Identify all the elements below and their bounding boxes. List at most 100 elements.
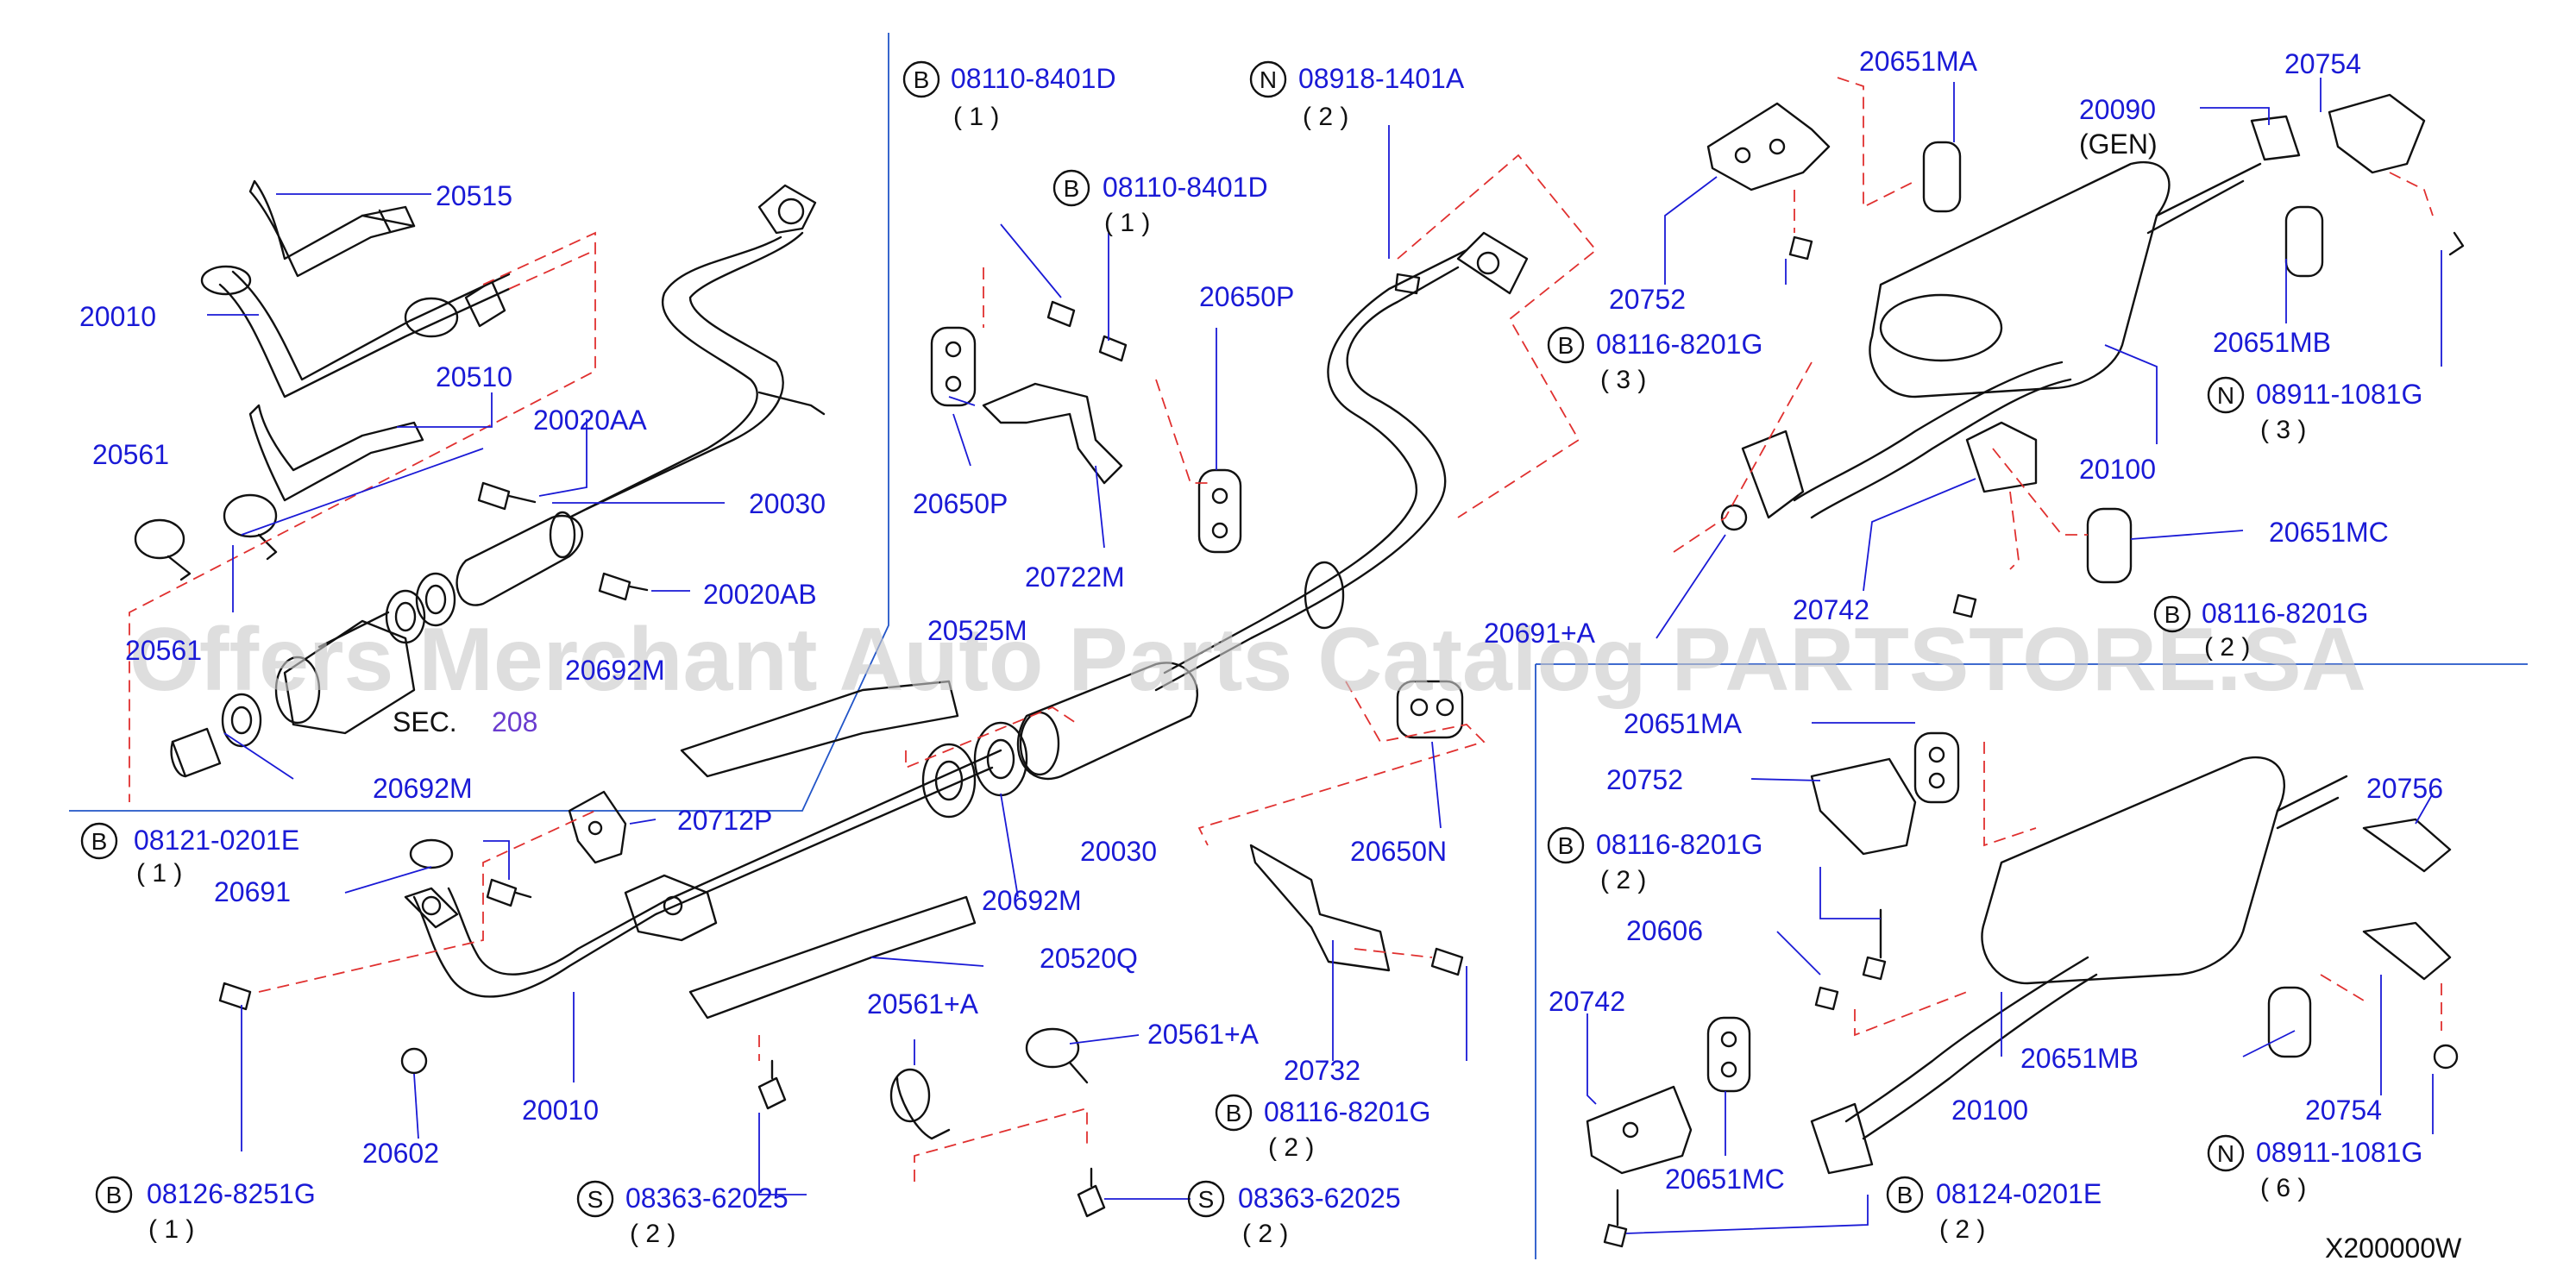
svg-text:08911-1081G: 08911-1081G <box>2256 1137 2422 1168</box>
fastener-callout-08121-0201E[interactable]: B 08121-0201E ( 1 ) <box>80 822 299 888</box>
svg-text:08363-62025: 08363-62025 <box>1238 1183 1401 1214</box>
section-reference-number[interactable]: 208 <box>492 706 537 737</box>
part-label-20100-lower[interactable]: 20100 <box>1951 1095 2028 1126</box>
part-label-20651MB-lower[interactable]: 20651MB <box>2020 1043 2139 1074</box>
rear-muffler-lower-drawing <box>1586 731 2459 1248</box>
part-label-20651MA-lower[interactable]: 20651MA <box>1624 708 1743 739</box>
svg-text:08110-8401D: 08110-8401D <box>1103 172 1268 203</box>
part-label-20650N[interactable]: 20650N <box>1350 836 1447 867</box>
svg-text:08126-8251G: 08126-8251G <box>147 1178 316 1209</box>
part-label-20732[interactable]: 20732 <box>1284 1055 1360 1086</box>
svg-text:B: B <box>2164 601 2181 628</box>
part-label-20561A-left[interactable]: 20561+A <box>867 988 979 1020</box>
svg-text:( 1 ): ( 1 ) <box>136 859 182 888</box>
watermark-text: Offers Merchant Auto Parts Catalog PARTS… <box>129 610 2366 710</box>
svg-text:B: B <box>1226 1100 1242 1126</box>
fastener-callout-08124-0201E[interactable]: B 08124-0201E ( 2 ) <box>1886 1176 2102 1244</box>
part-label-20712P[interactable]: 20712P <box>677 805 772 836</box>
part-label-20756[interactable]: 20756 <box>2366 773 2443 804</box>
fastener-callout-08110-8401D-b[interactable]: B 08110-8401D ( 1 ) <box>1052 169 1268 237</box>
svg-text:08124-0201E: 08124-0201E <box>1936 1178 2102 1209</box>
part-label-20752-upper[interactable]: 20752 <box>1609 284 1686 315</box>
svg-text:08911-1081G: 08911-1081G <box>2256 379 2422 410</box>
svg-text:( 3 ): ( 3 ) <box>2260 416 2306 444</box>
fastener-callouts: B 08110-8401D ( 1 ) B 08110-8401D ( 1 ) … <box>80 60 2422 1248</box>
svg-text:08918-1401A: 08918-1401A <box>1298 63 1465 94</box>
part-label-20010-upper[interactable]: 20010 <box>79 301 156 332</box>
svg-text:08116-8201G: 08116-8201G <box>2202 598 2368 629</box>
fastener-callout-08363-62025-a[interactable]: S 08363-62025 ( 2 ) <box>576 1180 789 1248</box>
part-label-20561-left-second[interactable]: 20561 <box>125 635 202 666</box>
part-label-20651MC-lower[interactable]: 20651MC <box>1665 1164 1785 1195</box>
svg-text:S: S <box>1198 1186 1215 1213</box>
part-label-20030-front[interactable]: 20030 <box>749 488 826 519</box>
fastener-callout-08911-1081G-upper[interactable]: N 08911-1081G ( 3 ) <box>2207 376 2422 444</box>
svg-text:( 2 ): ( 2 ) <box>1268 1133 1314 1162</box>
svg-text:( 2 ): ( 2 ) <box>1600 866 1646 894</box>
fastener-callout-08116-8201G-center[interactable]: B 08116-8201G ( 2 ) <box>1215 1094 1430 1162</box>
part-label-20651MB-upper[interactable]: 20651MB <box>2213 327 2331 358</box>
part-label-20520Q[interactable]: 20520Q <box>1040 943 1138 974</box>
part-label-20030-center[interactable]: 20030 <box>1080 836 1157 867</box>
svg-text:B: B <box>914 66 930 93</box>
svg-text:08116-8201G: 08116-8201G <box>1596 329 1762 360</box>
fastener-callout-08126-8251G[interactable]: B 08126-8251G ( 1 ) <box>95 1176 316 1244</box>
svg-text:B: B <box>1558 832 1574 859</box>
svg-text:( 1 ): ( 1 ) <box>148 1215 194 1244</box>
fastener-callout-08363-62025-b[interactable]: S 08363-62025 ( 2 ) <box>1187 1180 1401 1248</box>
part-label-20561A-right[interactable]: 20561+A <box>1147 1019 1260 1050</box>
left-section-dashed-references <box>129 231 596 802</box>
part-label-20722M[interactable]: 20722M <box>1025 562 1125 593</box>
lower-right-dashed-references <box>1854 742 2442 1037</box>
svg-text:B: B <box>91 828 108 855</box>
center-tube-assembly-drawing <box>218 231 1529 1218</box>
fastener-callout-08911-1081G-lower[interactable]: N 08911-1081G ( 6 ) <box>2207 1134 2422 1202</box>
part-label-20020AB[interactable]: 20020AB <box>703 579 817 610</box>
fastener-callout-08116-8201G-upper-right[interactable]: B 08116-8201G ( 2 ) <box>2153 595 2368 662</box>
part-label-20561-left[interactable]: 20561 <box>92 439 169 470</box>
part-label-20010-lower[interactable]: 20010 <box>522 1095 599 1126</box>
part-label-20651MC-upper[interactable]: 20651MC <box>2269 517 2389 548</box>
part-label-20651MA-upper[interactable]: 20651MA <box>1859 46 1978 77</box>
svg-text:( 6 ): ( 6 ) <box>2260 1174 2306 1202</box>
front-tube-assembly-drawing <box>134 179 826 778</box>
part-label-20650P-left[interactable]: 20650P <box>913 488 1008 519</box>
part-label-20692M-lower[interactable]: 20692M <box>373 773 473 804</box>
svg-text:( 2 ): ( 2 ) <box>630 1220 675 1248</box>
part-label-20754-upper[interactable]: 20754 <box>2284 48 2361 79</box>
part-label-20510[interactable]: 20510 <box>436 361 512 392</box>
fastener-callout-08918-1401A[interactable]: N 08918-1401A ( 2 ) <box>1249 60 1465 131</box>
svg-text:N: N <box>2217 382 2234 409</box>
fastener-callout-08116-8201G-upper-left[interactable]: B 08116-8201G ( 3 ) <box>1547 326 1762 394</box>
part-label-20606[interactable]: 20606 <box>1626 915 1703 946</box>
section-dividers <box>69 33 2528 1259</box>
part-label-20742-lower[interactable]: 20742 <box>1549 986 1625 1017</box>
part-label-20754-lower[interactable]: 20754 <box>2305 1095 2382 1126</box>
part-label-20692M-upper[interactable]: 20692M <box>565 655 665 686</box>
svg-text:( 2 ): ( 2 ) <box>1242 1220 1288 1248</box>
part-label-20100-upper[interactable]: 20100 <box>2079 454 2156 485</box>
svg-text:S: S <box>587 1186 604 1213</box>
part-label-20650P-right[interactable]: 20650P <box>1199 281 1294 312</box>
svg-text:B: B <box>1897 1182 1913 1208</box>
part-label-20020AA[interactable]: 20020AA <box>533 405 647 436</box>
part-label-20742-upper[interactable]: 20742 <box>1793 594 1869 625</box>
svg-text:( 2 ): ( 2 ) <box>1303 103 1348 131</box>
part-number-labels: 20515 20010 20510 20020AA 20561 20030 20… <box>79 46 2443 1195</box>
fastener-callout-08116-8201G-lower[interactable]: B 08116-8201G ( 2 ) <box>1547 826 1762 894</box>
part-label-20692M-mid[interactable]: 20692M <box>982 885 1082 916</box>
leader-lines <box>207 78 2442 1234</box>
part-label-20691[interactable]: 20691 <box>214 876 291 907</box>
part-label-20752-lower[interactable]: 20752 <box>1606 764 1683 795</box>
svg-text:08110-8401D: 08110-8401D <box>951 63 1116 94</box>
part-label-20525M[interactable]: 20525M <box>927 615 1027 646</box>
note-gen: (GEN) <box>2079 129 2158 160</box>
section-reference-prefix: SEC. <box>393 706 457 737</box>
part-label-20602[interactable]: 20602 <box>362 1138 439 1169</box>
fastener-callout-08110-8401D-a[interactable]: B 08110-8401D ( 1 ) <box>902 60 1116 131</box>
svg-text:( 2 ): ( 2 ) <box>1939 1215 1985 1244</box>
part-label-20090[interactable]: 20090 <box>2079 94 2156 125</box>
part-label-20515[interactable]: 20515 <box>436 180 512 211</box>
part-label-20691A[interactable]: 20691+A <box>1484 618 1596 649</box>
svg-text:08116-8201G: 08116-8201G <box>1596 829 1762 860</box>
